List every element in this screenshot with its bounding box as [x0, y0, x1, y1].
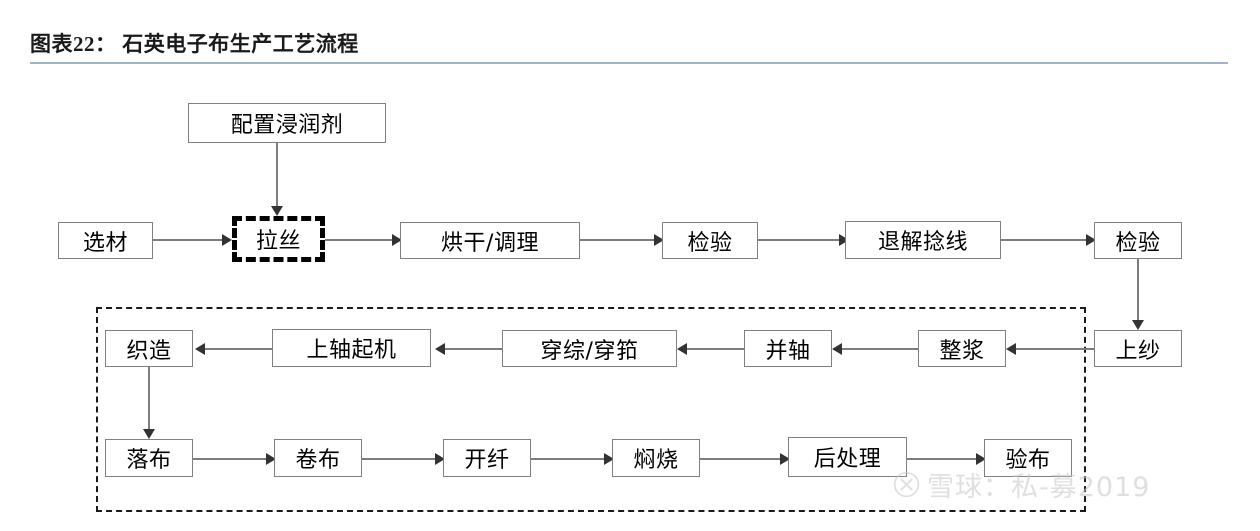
node-cloth-inspection[interactable]: 验布	[984, 439, 1072, 477]
node-heat-cleaning[interactable]: 焖烧	[612, 439, 700, 477]
node-unwinding-twisting[interactable]: 退解捻线	[845, 221, 1001, 259]
connector-inspection-2-to-yarn-feeding	[1137, 259, 1139, 322]
connector-drawing-in-to-beam-mounting	[437, 348, 502, 350]
page-title: 图表22： 石英电子布生产工艺流程	[30, 32, 359, 56]
node-material-selection[interactable]: 选材	[58, 222, 153, 259]
arrowhead-sizing-agent-to-drawing	[271, 206, 283, 216]
node-drying-conditioning[interactable]: 烘干/调理	[400, 222, 580, 259]
arrowhead-drying-to-inspection-1	[654, 234, 664, 246]
node-sizing[interactable]: 整浆	[918, 330, 1006, 367]
connector-sizing-to-beaming	[834, 348, 918, 350]
node-weaving[interactable]: 织造	[105, 330, 193, 367]
connector-drawing-to-drying	[325, 239, 395, 241]
arrowhead-heat-cleaning-to-post-treatment	[780, 453, 790, 465]
connector-opening-to-heat-cleaning	[531, 458, 607, 460]
connector-inspection-1-to-unwinding	[758, 239, 842, 241]
node-fiber-opening[interactable]: 开纤	[443, 439, 531, 477]
node-sizing-agent[interactable]: 配置浸润剂	[188, 103, 386, 143]
connector-doffing-to-rolling	[193, 458, 269, 460]
node-inspection-2[interactable]: 检验	[1094, 222, 1182, 259]
node-post-treatment[interactable]: 后处理	[788, 437, 907, 477]
arrowhead-post-treatment-to-cloth-inspection	[976, 453, 986, 465]
title-divider	[30, 62, 1228, 64]
connector-beaming-to-drawing-in	[679, 348, 744, 350]
arrowhead-yarn-feeding-to-sizing	[1006, 343, 1016, 355]
connector-post-treatment-to-cloth-inspection	[907, 458, 979, 460]
node-beam-mounting[interactable]: 上轴起机	[272, 329, 431, 367]
arrowhead-beaming-to-drawing-in	[677, 343, 687, 355]
arrowhead-drawing-to-drying	[392, 234, 402, 246]
connector-weaving-to-doffing	[148, 367, 150, 431]
connector-unwinding-to-inspection-2	[1001, 239, 1089, 241]
arrowhead-unwinding-to-inspection-2	[1086, 234, 1096, 246]
node-drawing-in-reeding[interactable]: 穿综/穿筘	[502, 330, 677, 367]
arrowhead-inspection-2-to-yarn-feeding	[1132, 320, 1144, 330]
arrowhead-weaving-to-doffing	[143, 429, 155, 439]
arrowhead-material-to-drawing	[222, 234, 232, 246]
node-drawing-highlighted[interactable]: 拉丝	[232, 216, 325, 262]
node-beaming[interactable]: 并轴	[744, 330, 832, 367]
arrowhead-beam-mounting-to-weaving	[195, 343, 205, 355]
figure-header: 图表22： 石英电子布生产工艺流程	[0, 28, 1260, 70]
connector-rolling-to-opening	[362, 458, 438, 460]
connector-material-to-drawing	[153, 239, 225, 241]
connector-yarn-feeding-to-sizing	[1008, 348, 1094, 350]
connector-beam-mounting-to-weaving	[197, 348, 272, 350]
connector-drying-to-inspection-1	[580, 239, 657, 241]
connector-heat-cleaning-to-post-treatment	[700, 458, 783, 460]
node-yarn-feeding[interactable]: 上纱	[1094, 330, 1182, 367]
node-cloth-rolling[interactable]: 卷布	[274, 439, 362, 477]
weaving-process-group	[96, 307, 1086, 512]
arrowhead-opening-to-heat-cleaning	[604, 453, 614, 465]
arrowhead-rolling-to-opening	[435, 453, 445, 465]
arrowhead-drawing-in-to-beam-mounting	[435, 343, 445, 355]
node-cloth-doffing[interactable]: 落布	[105, 439, 193, 477]
connector-sizing-agent-to-drawing	[276, 143, 278, 208]
arrowhead-sizing-to-beaming	[832, 343, 842, 355]
node-inspection-1[interactable]: 检验	[662, 222, 758, 259]
arrowhead-doffing-to-rolling	[266, 453, 276, 465]
arrowhead-inspection-1-to-unwinding	[839, 234, 849, 246]
